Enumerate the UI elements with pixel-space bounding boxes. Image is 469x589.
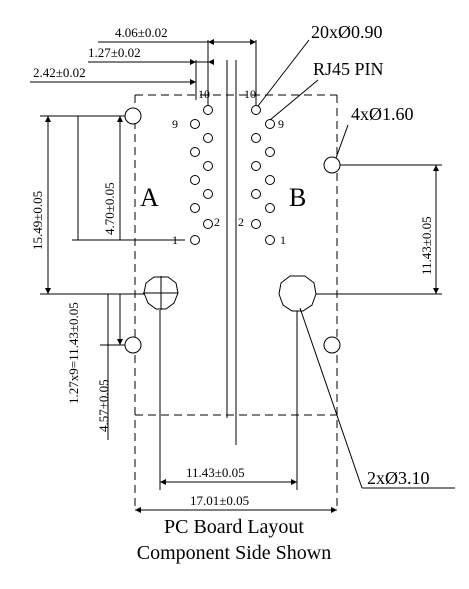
callout-large-mount-holes: 2xØ3.10 xyxy=(367,468,430,488)
left-dimension-lines xyxy=(40,115,185,440)
dim-1-27: 1.27±0.02 xyxy=(88,45,141,60)
pin-label-a-1: 1 xyxy=(172,233,178,247)
callout-rj45-pin: RJ45 PIN xyxy=(313,59,384,79)
dim-4-57: 4.57±0.05 xyxy=(96,379,111,432)
port-label-b: B xyxy=(289,183,306,212)
dim-11-43-bottom: 11.43±0.05 xyxy=(186,465,245,480)
large-hole-right xyxy=(278,275,317,312)
pin-holes-port-b xyxy=(251,105,275,245)
pin-holes-port-a xyxy=(190,105,213,245)
dim-4-70: 4.70±0.05 xyxy=(102,182,117,235)
mount-hole-bottom-left xyxy=(124,336,142,354)
large-mounting-holes xyxy=(143,275,317,312)
pin-label-b-9: 9 xyxy=(278,117,284,131)
dim-11-43-right: 11.43±0.05 xyxy=(419,216,434,275)
pin-label-a-10: 10 xyxy=(198,87,210,101)
dim-4-06: 4.06±0.02 xyxy=(115,25,168,40)
mount-hole-bottom-right xyxy=(323,336,341,354)
dim-1-27x9: 1.27x9=11.43±0.05 xyxy=(66,302,81,404)
small-mounting-holes xyxy=(124,107,341,354)
dim-15-49: 15.49±0.05 xyxy=(30,191,45,250)
top-dimension-lines xyxy=(30,39,257,110)
center-divider xyxy=(226,60,237,445)
callout-pin-holes: 20xØ0.90 xyxy=(311,22,383,42)
mount-hole-top-right xyxy=(323,156,341,174)
pin-label-b-10: 10 xyxy=(244,87,256,101)
port-label-a: A xyxy=(140,183,159,212)
callout-leaders xyxy=(257,39,455,489)
pin-label-b-2: 2 xyxy=(238,215,244,229)
right-dimension-lines xyxy=(300,164,442,295)
dim-2-42: 2.42±0.02 xyxy=(33,65,86,80)
dim-17-01: 17.01±0.05 xyxy=(190,493,249,508)
mount-hole-top-left xyxy=(124,107,142,125)
callout-small-mount-holes: 4xØ1.60 xyxy=(351,104,414,124)
bottom-dimension-lines xyxy=(135,310,337,513)
caption-subtitle: Component Side Shown xyxy=(137,542,331,564)
pin-label-b-1: 1 xyxy=(280,233,286,247)
pin-label-a-9: 9 xyxy=(172,117,178,131)
caption-title: PC Board Layout xyxy=(164,516,304,538)
pin-label-a-2: 2 xyxy=(214,215,220,229)
